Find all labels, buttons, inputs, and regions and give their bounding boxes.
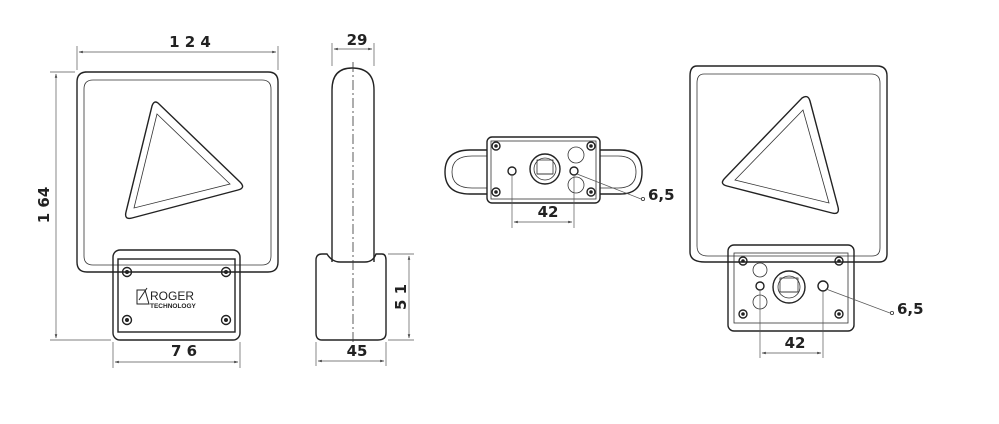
side-base-outline bbox=[315, 253, 387, 341]
bottom-hole-spacing-label: 42 bbox=[538, 203, 559, 221]
side-view: 29 45 5 1 bbox=[315, 31, 414, 366]
front-view: ROGER TECHNOLOGY 1 2 4 1 64 7 6 bbox=[35, 33, 279, 368]
logo-brand-text: ROGER bbox=[150, 289, 194, 303]
width-dimension-label: 1 2 4 bbox=[169, 33, 211, 51]
front-screws bbox=[121, 266, 232, 326]
roger-logo: ROGER TECHNOLOGY bbox=[136, 287, 197, 310]
front-housing-outline bbox=[76, 71, 279, 273]
back-screws bbox=[738, 256, 844, 319]
triangle-reflector bbox=[124, 101, 244, 220]
back-mounting-hole-left bbox=[755, 281, 765, 291]
bottom-screws bbox=[491, 141, 596, 197]
bottom-cable-gland bbox=[529, 153, 561, 185]
bottom-mounting-hole-right bbox=[569, 166, 579, 176]
base-width-dimension-label: 7 6 bbox=[171, 342, 197, 360]
bottom-view: 42 6,5 bbox=[444, 136, 675, 228]
back-hole-diameter-label: 6,5 bbox=[897, 300, 924, 318]
base-depth-dimension-label: 45 bbox=[347, 342, 368, 360]
depth-dimension-label: 29 bbox=[347, 31, 368, 49]
triangle-reflector-inner bbox=[133, 113, 231, 209]
bottom-knockout-2 bbox=[567, 176, 585, 194]
bottom-base-plate bbox=[486, 136, 601, 204]
side-housing-outline bbox=[331, 67, 375, 262]
back-base-inner bbox=[733, 252, 849, 324]
bottom-hole-diameter-label: 6,5 bbox=[648, 186, 675, 204]
bottom-mounting-hole-left bbox=[507, 166, 517, 176]
bottom-knockout-1 bbox=[567, 146, 585, 164]
back-knockout-1 bbox=[752, 262, 768, 278]
back-triangle-reflector bbox=[721, 95, 840, 215]
back-housing-outline bbox=[689, 65, 888, 263]
bottom-housing-inner bbox=[451, 155, 637, 189]
back-hole-spacing-label: 42 bbox=[785, 334, 806, 352]
height-dimension-label: 1 64 bbox=[35, 187, 53, 224]
back-triangle-reflector-inner bbox=[734, 109, 830, 204]
back-view: 42 6,5 bbox=[689, 65, 924, 358]
base-height-dimension-label: 5 1 bbox=[392, 284, 410, 310]
back-housing-inner-outline bbox=[696, 73, 881, 257]
front-mounting-base bbox=[112, 249, 241, 341]
bottom-base-inner bbox=[490, 140, 597, 200]
back-base-plate bbox=[727, 244, 855, 332]
front-base-plate bbox=[117, 258, 236, 333]
bottom-housing-outline bbox=[444, 149, 643, 195]
front-housing-inner-outline bbox=[83, 79, 272, 266]
logo-sub-text: TECHNOLOGY bbox=[150, 303, 197, 310]
back-cable-gland bbox=[772, 270, 806, 304]
